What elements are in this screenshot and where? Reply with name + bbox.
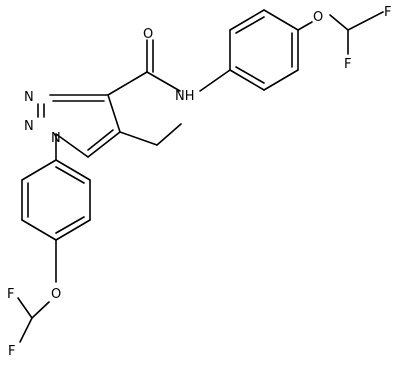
bond [107,71,148,96]
bond [55,166,85,184]
bond [229,9,265,31]
bond [55,133,89,158]
atom-label-f-right-top: F [384,5,391,20]
bond [229,69,265,91]
bond [31,301,50,319]
atom-label-n-mid: N [24,119,34,134]
atom-label-f-left-top: F [7,287,14,302]
bond [55,159,91,181]
atom-label-f-left-bottom: F [8,344,15,359]
atom-label-n-top: N [24,90,34,105]
bond [17,297,33,319]
bond [87,129,114,151]
bond [55,216,85,234]
atom-label-n-ring: N [51,131,61,146]
atom-label-o-right: O [313,10,323,25]
bond [235,16,265,34]
bond [297,21,313,31]
bond [146,71,181,92]
atom-label-nh: NH [175,89,195,104]
bond [55,219,91,241]
bonds [17,9,384,343]
bond [156,123,182,146]
bond [199,69,231,92]
bond [263,69,299,91]
bond [21,219,57,241]
bond [329,14,349,31]
atom-label-o-carbonyl: O [143,27,153,42]
atom-label-f-right-bottom: F [344,57,351,72]
bond [347,11,384,31]
atom-labels: N N N NH O O F F O F F [7,5,391,359]
bond [21,159,57,181]
bond [263,9,299,31]
bond [107,94,121,133]
bond [87,131,121,158]
atom-label-o-left: O [51,287,61,302]
bond [119,131,158,146]
bond [19,317,33,343]
bond [235,66,265,84]
